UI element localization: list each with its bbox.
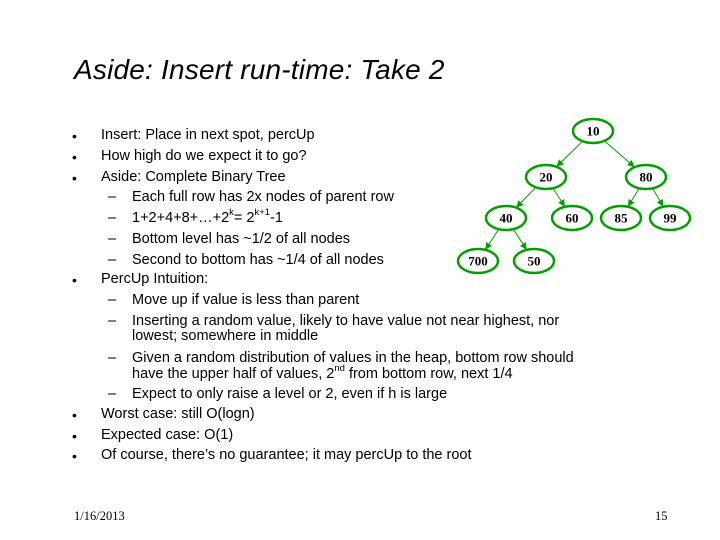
bullet-marker: • bbox=[72, 407, 77, 423]
tree-edge bbox=[512, 228, 528, 251]
tree-edge-arrowhead bbox=[519, 242, 527, 250]
sub-move-up: Move up if value is less than parent bbox=[132, 292, 360, 308]
bullet-how-high: How high do we expect it to go? bbox=[101, 148, 307, 164]
tree-edges bbox=[484, 140, 664, 251]
tree-edge bbox=[484, 228, 500, 251]
tree-node-label: 10 bbox=[587, 124, 600, 139]
tree-node-label: 80 bbox=[640, 170, 653, 185]
dash-marker: – bbox=[108, 292, 117, 308]
tree-edge bbox=[627, 188, 640, 207]
dash-marker: – bbox=[108, 210, 117, 226]
bullet-marker: • bbox=[72, 128, 77, 144]
formula-exp-k1: k+1 bbox=[254, 207, 271, 219]
sub-second-to-bottom: Second to bottom has ~1/4 of all nodes bbox=[132, 252, 384, 268]
distribution-suffix: from bottom row, next 1/4 bbox=[344, 366, 513, 382]
tree-edge-arrowhead bbox=[627, 198, 635, 207]
tree-node bbox=[550, 204, 594, 232]
tree-edge bbox=[515, 187, 537, 208]
tree-node bbox=[648, 204, 692, 232]
tree-edge bbox=[652, 188, 664, 207]
tree-node bbox=[484, 204, 528, 232]
slide-title: Aside: Insert run-time: Take 2 bbox=[74, 54, 445, 85]
dash-marker: – bbox=[108, 350, 117, 366]
tree-node bbox=[599, 204, 643, 232]
bullet-insert: Insert: Place in next spot, percUp bbox=[101, 127, 315, 143]
tree-node-label: 60 bbox=[566, 211, 579, 226]
tree-node-label: 20 bbox=[540, 170, 553, 185]
tree-nodes: 10 20 80 40 60 85 99 700 50 bbox=[456, 117, 692, 275]
tree-node-label: 85 bbox=[615, 211, 629, 226]
sub-random-distribution-line2: have the upper half of values, 2nd from … bbox=[132, 363, 513, 382]
bullet-marker: • bbox=[72, 448, 77, 464]
tree-node bbox=[456, 247, 500, 275]
bullet-marker: • bbox=[72, 272, 77, 288]
tree-node bbox=[512, 247, 556, 275]
sub-full-row: Each full row has 2x nodes of parent row bbox=[132, 189, 394, 205]
tree-edge-arrowhead bbox=[516, 200, 524, 208]
tree-node bbox=[624, 163, 668, 191]
formula-prefix: 1+2+4+8+…+2 bbox=[132, 210, 230, 226]
sub-random-value-line1: Inserting a random value, likely to have… bbox=[132, 313, 560, 329]
tree-node-label: 40 bbox=[500, 211, 513, 226]
tree-node-label: 50 bbox=[528, 254, 541, 269]
bullet-worst-case: Worst case: still O(logn) bbox=[101, 406, 255, 422]
tree-edge-arrowhead bbox=[556, 159, 564, 167]
dash-marker: – bbox=[108, 313, 117, 329]
bullet-no-guarantee: Of course, there’s no guarantee; it may … bbox=[101, 447, 472, 463]
bullet-marker: • bbox=[72, 428, 77, 444]
footer-page-number: 15 bbox=[655, 509, 668, 523]
bullet-expected-case: Expected case: O(1) bbox=[101, 427, 234, 443]
dash-marker: – bbox=[108, 252, 117, 268]
distribution-ordinal: nd bbox=[334, 363, 345, 375]
dash-marker: – bbox=[108, 386, 117, 402]
tree-edge-arrowhead bbox=[558, 198, 565, 207]
distribution-prefix: have the upper half of values, 2 bbox=[132, 366, 335, 382]
tree-edge-arrowhead bbox=[485, 242, 493, 250]
sub-random-distribution-line1: Given a random distribution of values in… bbox=[132, 350, 574, 366]
dash-marker: – bbox=[108, 189, 117, 205]
formula-mid: = 2 bbox=[233, 210, 255, 226]
footer-date: 1/16/2013 bbox=[74, 509, 125, 523]
bullet-percup-intuition: PercUp Intuition: bbox=[101, 271, 209, 287]
dash-marker: – bbox=[108, 231, 117, 247]
sub-bottom-level: Bottom level has ~1/2 of all nodes bbox=[132, 231, 351, 247]
sub-random-value-line2: lowest; somewhere in middle bbox=[132, 328, 319, 344]
tree-node bbox=[524, 163, 568, 191]
tree-node bbox=[571, 117, 615, 145]
formula-suffix: -1 bbox=[270, 210, 283, 226]
tree-node-label: 700 bbox=[468, 254, 488, 269]
tree-edge bbox=[552, 187, 566, 208]
tree-edge bbox=[604, 140, 635, 168]
formula-exp-k: k bbox=[229, 207, 234, 219]
tree-node-label: 99 bbox=[664, 211, 678, 226]
tree-edge-arrowhead bbox=[656, 198, 664, 207]
sub-sum-formula: 1+2+4+8+…+2k= 2k+1-1 bbox=[132, 207, 283, 226]
bullet-complete-binary-tree: Aside: Complete Binary Tree bbox=[101, 169, 286, 185]
bullet-marker: • bbox=[72, 149, 77, 165]
tree-edge bbox=[556, 140, 583, 168]
sub-expect-raise: Expect to only raise a level or 2, even … bbox=[132, 386, 448, 402]
tree-edge-arrowhead bbox=[627, 159, 635, 168]
bullet-marker: • bbox=[72, 170, 77, 186]
